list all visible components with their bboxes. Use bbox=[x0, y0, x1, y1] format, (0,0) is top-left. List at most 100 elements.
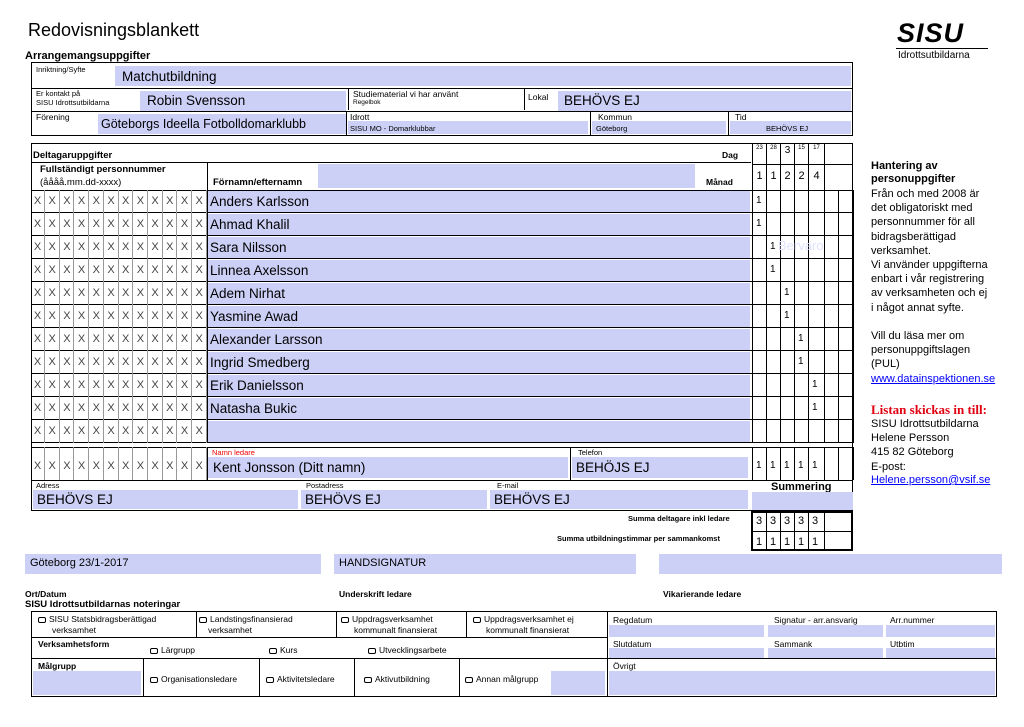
pnr-digit[interactable]: X bbox=[149, 397, 163, 420]
pnr-digit[interactable]: X bbox=[31, 282, 45, 305]
participant-name[interactable]: Natasha Bukic bbox=[210, 401, 298, 416]
attendance-mark[interactable]: 1 bbox=[756, 218, 762, 229]
pnr-digit[interactable]: X bbox=[149, 420, 163, 443]
pnr-digit[interactable]: X bbox=[31, 351, 45, 374]
pnr-digit[interactable]: X bbox=[163, 374, 178, 397]
handsignatur-field[interactable]: HANDSIGNATUR bbox=[339, 557, 427, 569]
ledare-mark[interactable]: 1 bbox=[798, 460, 804, 471]
pnr-digit[interactable]: X bbox=[60, 328, 75, 351]
pnr-digit[interactable]: X bbox=[178, 374, 192, 397]
pnr-digit[interactable]: X bbox=[60, 259, 75, 282]
chk-statsbidrag[interactable]: SISU Statsbidragsberättigad bbox=[38, 614, 156, 624]
pnr-digit[interactable]: X bbox=[163, 190, 178, 213]
pnr-digit[interactable]: X bbox=[75, 328, 90, 351]
pnr-digit[interactable]: X bbox=[119, 374, 134, 397]
pnr-digit[interactable]: X bbox=[46, 282, 60, 305]
forening-field[interactable]: Göteborgs Ideella Fotbolldomarklubb bbox=[101, 117, 306, 131]
attendance-mark[interactable]: 1 bbox=[770, 241, 776, 252]
ort-datum-field[interactable]: Göteborg 23/1-2017 bbox=[30, 557, 129, 569]
pnr-digit[interactable]: X bbox=[46, 236, 60, 259]
chk-utveckling[interactable]: Utvecklingsarbete bbox=[368, 645, 447, 655]
pnr-digit[interactable]: X bbox=[31, 328, 45, 351]
ledare-pnr-digit[interactable]: X bbox=[149, 447, 163, 480]
pnr-digit[interactable]: X bbox=[31, 374, 45, 397]
pnr-digit[interactable]: X bbox=[134, 190, 148, 213]
ovrigt-field[interactable] bbox=[609, 671, 995, 695]
chk-kurs[interactable]: Kurs bbox=[269, 645, 297, 655]
pnr-digit[interactable]: X bbox=[149, 328, 163, 351]
attendance-mark[interactable]: 1 bbox=[784, 310, 790, 321]
pnr-digit[interactable]: X bbox=[75, 374, 90, 397]
vikarie-field[interactable] bbox=[659, 554, 1002, 574]
day-value[interactable]: 28 bbox=[770, 145, 777, 151]
day-value[interactable]: 17 bbox=[813, 145, 820, 151]
attendance-mark[interactable]: 1 bbox=[770, 264, 776, 275]
pnr-digit[interactable]: X bbox=[163, 328, 178, 351]
lokal-field[interactable]: BEHÖVS EJ bbox=[564, 93, 640, 108]
kommun-field[interactable]: Göteborg bbox=[596, 124, 628, 133]
pnr-digit[interactable]: X bbox=[149, 190, 163, 213]
pnr-digit[interactable]: X bbox=[90, 328, 104, 351]
postadress-field[interactable]: BEHÖVS EJ bbox=[305, 492, 381, 507]
month-value[interactable]: 1 bbox=[770, 170, 777, 182]
participant-name[interactable]: Adem Nirhat bbox=[210, 286, 286, 301]
pnr-digit[interactable]: X bbox=[193, 351, 207, 374]
pnr-digit[interactable]: X bbox=[178, 328, 192, 351]
pnr-digit[interactable]: X bbox=[134, 328, 148, 351]
ledare-mark[interactable]: 1 bbox=[756, 460, 762, 471]
pnr-digit[interactable]: X bbox=[134, 259, 148, 282]
pnr-digit[interactable]: X bbox=[193, 328, 207, 351]
pnr-digit[interactable]: X bbox=[31, 397, 45, 420]
sammank-field[interactable] bbox=[768, 648, 883, 658]
pnr-digit[interactable]: X bbox=[119, 397, 134, 420]
pnr-digit[interactable]: X bbox=[178, 190, 192, 213]
sum-deltagare-value[interactable]: 3 bbox=[756, 515, 763, 527]
pnr-digit[interactable]: X bbox=[46, 305, 60, 328]
pnr-digit[interactable]: X bbox=[163, 305, 178, 328]
day-value[interactable]: 3 bbox=[784, 145, 791, 156]
pnr-digit[interactable]: X bbox=[90, 374, 104, 397]
pnr-digit[interactable]: X bbox=[119, 351, 134, 374]
ledare-field[interactable]: Kent Jonsson (Ditt namn) bbox=[213, 460, 366, 475]
pnr-digit[interactable]: X bbox=[193, 259, 207, 282]
pnr-digit[interactable]: X bbox=[75, 351, 90, 374]
sum-timmar-value[interactable]: 1 bbox=[798, 536, 805, 548]
pnr-digit[interactable]: X bbox=[193, 374, 207, 397]
chk-aktivitet[interactable]: Aktivitetsledare bbox=[266, 674, 335, 684]
email-field[interactable]: BEHÖVS EJ bbox=[494, 492, 570, 507]
sum-deltagare-value[interactable]: 3 bbox=[798, 515, 805, 527]
slutdatum-field[interactable] bbox=[609, 648, 764, 658]
pnr-digit[interactable]: X bbox=[119, 305, 134, 328]
pnr-digit[interactable]: X bbox=[105, 420, 119, 443]
tid-field[interactable]: BEHÖVS EJ bbox=[766, 124, 809, 133]
pnr-digit[interactable]: X bbox=[193, 305, 207, 328]
pnr-digit[interactable]: X bbox=[105, 328, 119, 351]
pnr-digit[interactable]: X bbox=[90, 351, 104, 374]
ledare-pnr-digit[interactable]: X bbox=[46, 447, 60, 480]
month-value[interactable]: 2 bbox=[798, 170, 805, 182]
ledare-pnr-digit[interactable]: X bbox=[178, 447, 192, 480]
chk-aktivutb[interactable]: Aktivutbildning bbox=[364, 674, 430, 684]
pnr-digit[interactable]: X bbox=[193, 213, 207, 236]
telefon-field[interactable]: BEHÖJS EJ bbox=[576, 460, 650, 475]
pnr-digit[interactable]: X bbox=[105, 236, 119, 259]
attendance-mark[interactable]: 1 bbox=[812, 379, 818, 390]
pnr-digit[interactable]: X bbox=[75, 236, 90, 259]
sum-timmar-value[interactable]: 1 bbox=[784, 536, 791, 548]
pnr-digit[interactable]: X bbox=[75, 397, 90, 420]
pnr-digit[interactable]: X bbox=[90, 213, 104, 236]
pnr-digit[interactable]: X bbox=[31, 190, 45, 213]
pnr-digit[interactable]: X bbox=[119, 213, 134, 236]
ledare-pnr-digit[interactable]: X bbox=[105, 447, 119, 480]
pnr-digit[interactable]: X bbox=[46, 213, 60, 236]
pnr-digit[interactable]: X bbox=[178, 282, 192, 305]
participant-name[interactable]: Anders Karlsson bbox=[210, 194, 310, 209]
pnr-digit[interactable]: X bbox=[163, 351, 178, 374]
pnr-digit[interactable]: X bbox=[60, 236, 75, 259]
pnr-digit[interactable]: X bbox=[134, 305, 148, 328]
pnr-digit[interactable]: X bbox=[134, 236, 148, 259]
pnr-digit[interactable]: X bbox=[119, 328, 134, 351]
pnr-digit[interactable]: X bbox=[90, 420, 104, 443]
ledare-mark[interactable]: 1 bbox=[784, 460, 790, 471]
pnr-digit[interactable]: X bbox=[60, 420, 75, 443]
